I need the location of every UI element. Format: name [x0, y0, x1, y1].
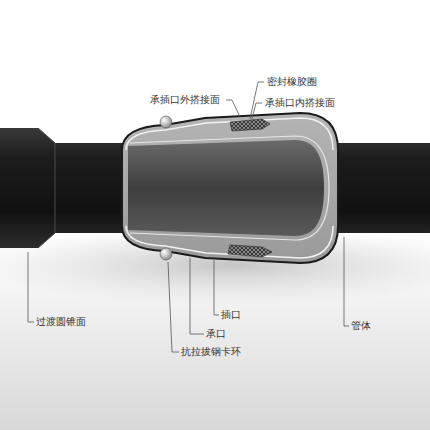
rubber-gasket: [228, 245, 272, 257]
socket-wall-line: [126, 118, 333, 258]
leader-line: [168, 262, 179, 352]
part-label: 承口: [206, 328, 226, 340]
part-label: 管体: [351, 320, 371, 332]
leader-line: [28, 252, 34, 322]
spigot-wall-line: [130, 136, 329, 240]
part-label: 承插口内搭接面: [265, 97, 335, 109]
pipe-body: [0, 128, 430, 248]
steel-ring: [160, 116, 172, 128]
steel-ring: [160, 248, 172, 260]
leader-line: [226, 100, 240, 117]
leader-line: [250, 82, 264, 119]
part-label: 插口: [221, 309, 241, 321]
transition-cone-edge: [38, 128, 55, 248]
part-label: 承插口外搭接面: [150, 94, 220, 106]
leader-line: [344, 237, 349, 326]
rubber-gasket: [230, 119, 270, 131]
leader-line: [214, 260, 219, 315]
leader-line: [250, 103, 262, 127]
leader-line: [190, 258, 204, 334]
spigot-pipe: [128, 140, 324, 236]
socket-cutaway: [122, 113, 338, 263]
part-label: 过渡圆锥面: [36, 316, 86, 328]
part-label: 抗拉拔钢卡环: [181, 346, 241, 358]
part-label: 密封橡胶圈: [267, 76, 317, 88]
